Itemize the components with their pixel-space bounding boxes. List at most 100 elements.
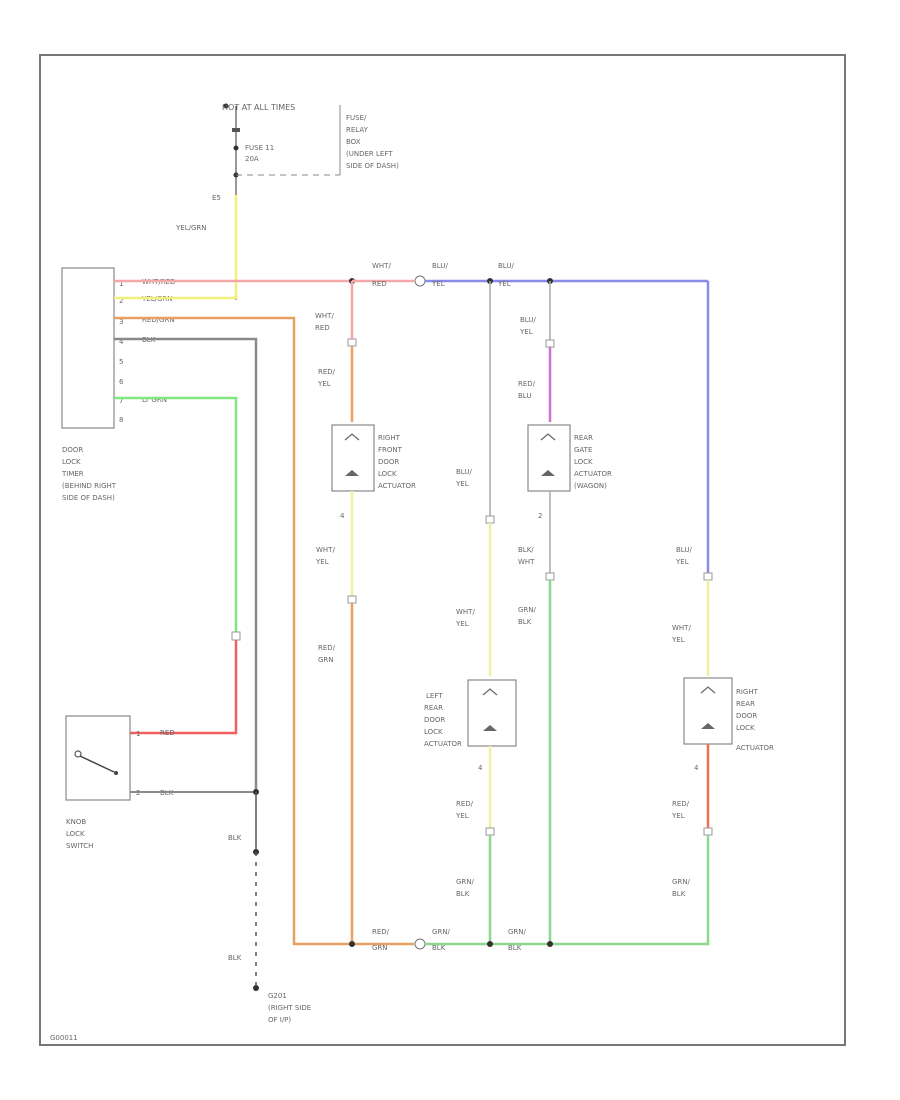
lt-grn-connector [231, 631, 241, 641]
rr-connector-top [703, 572, 713, 581]
rf-pin-bottom: 4 [340, 512, 345, 520]
rf-name-5: ACTUATOR [378, 482, 416, 490]
knob-lock-switch: 1 2 RED BLK KNOB LOCK SWITCH [65, 715, 256, 850]
rg-bluyel-a: BLU/ [520, 316, 536, 324]
rr-connector-bottom [703, 827, 713, 836]
switch-name-2: LOCK [66, 830, 85, 838]
rr-top-wire-b: YEL [671, 636, 685, 644]
top-bus-label-2a: BLU/ [432, 262, 448, 270]
lr-name-2: REAR [424, 704, 443, 712]
fuse-box-line-5: SIDE OF DASH) [346, 162, 399, 170]
rg-name-3: LOCK [574, 458, 593, 466]
lr-connector-top [485, 515, 495, 524]
blk-label-b: BLK [228, 954, 242, 962]
rf-whtred-a: WHT/ [315, 312, 334, 320]
bottom-bus-connector [414, 938, 426, 950]
bottom-bus-label-3a: GRN/ [508, 928, 527, 936]
rr-name-5: ACTUATOR [736, 744, 774, 752]
bottom-splice-1 [349, 941, 355, 947]
timer-wire-7: LT GRN [142, 396, 167, 404]
hot-dot [223, 103, 229, 109]
top-bus-label-3a: BLU/ [498, 262, 514, 270]
switch-contact-a [74, 750, 82, 758]
rf-bottom-wire-b: YEL [315, 558, 329, 566]
timer-pin-8: 8 [119, 416, 123, 424]
red-grn-wire [114, 316, 352, 946]
right-rear-branch: BLU/ YEL WHT/ YEL RIGHT REAR DOOR LOCK A… [550, 546, 774, 946]
fuse-box-line-4: (UNDER LEFT [346, 150, 393, 158]
fuse-box-line-3: BOX [346, 138, 361, 146]
blk-wire [114, 337, 258, 790]
lr-actuator-box [467, 679, 517, 747]
ground-point [253, 985, 259, 991]
switch-box [65, 715, 131, 801]
power-feed: HOT AT ALL TIMES FUSE 11 20A FUSE/ RELAY… [175, 103, 399, 300]
fuse-amps: 20A [245, 155, 259, 163]
fuse-box-line-1: FUSE/ [346, 114, 367, 122]
lr-name-1: LEFT [426, 692, 443, 700]
timer-name-4: (BEHIND RIGHT [62, 482, 117, 490]
rf-bottom-wire-a: WHT/ [316, 546, 335, 554]
rr-name-3: DOOR [736, 712, 757, 720]
fuse-dot-top [233, 145, 239, 151]
rf-redgrn-a: RED/ [318, 644, 336, 652]
rg-connector-top [545, 339, 555, 348]
bottom-splice-2 [487, 941, 493, 947]
rf-top-wire-b: YEL [317, 380, 331, 388]
bottom-bus: RED/ GRN GRN/ BLK GRN/ BLK [349, 928, 553, 952]
rg-name-4: ACTUATOR [574, 470, 612, 478]
rg-actuator-box [527, 424, 571, 492]
rf-top-wire-a: RED/ [318, 368, 336, 376]
bottom-splice-3 [547, 941, 553, 947]
lr-name-3: DOOR [424, 716, 445, 724]
lr-bottom-wire-a: RED/ [456, 800, 474, 808]
lr-top-wire-a: WHT/ [456, 608, 475, 616]
rr-actuator-symbol-bottom [701, 723, 715, 729]
rg-grnblk-b: BLK [518, 618, 532, 626]
bottom-bus-label-1a: RED/ [372, 928, 390, 936]
rr-bluyel-b: YEL [675, 558, 689, 566]
rr-bottom-wire-b: YEL [671, 812, 685, 820]
timer-wires [114, 279, 355, 946]
lr-actuator-symbol-top [482, 688, 498, 696]
lr-name-5: ACTUATOR [424, 740, 462, 748]
rg-name-2: GATE [574, 446, 592, 454]
bottom-bus-label-1b: GRN [372, 944, 388, 952]
rr-bluyel-a: BLU/ [676, 546, 692, 554]
rr-name-2: REAR [736, 700, 755, 708]
top-bus-label-2b: YEL [431, 280, 445, 288]
timer-pin-7: 7 [119, 397, 123, 405]
rear-gate-branch: BLU/ YEL RED/ BLU REAR GATE LOCK ACTUATO… [518, 281, 612, 944]
red-switch-wire [130, 640, 238, 735]
left-rear-branch: BLU/ YEL WHT/ YEL LEFT REAR DOOR LOCK AC… [424, 281, 517, 944]
rg-name-1: REAR [574, 434, 593, 442]
rf-actuator-box [331, 424, 375, 492]
rf-actuator-symbol-top [344, 433, 360, 441]
timer-pin-4: 4 [119, 338, 124, 346]
lr-connector-bottom [485, 827, 495, 836]
door-lock-timer: 1 2 3 4 5 6 7 8 WHT/RED YEL/GRN RED/GRN … [61, 267, 176, 502]
lr-grnblk-a: GRN/ [456, 878, 475, 886]
rg-bottom-wire-b: WHT [518, 558, 535, 566]
rf-name-2: FRONT [378, 446, 403, 454]
lr-name-4: LOCK [424, 728, 443, 736]
top-bus: WHT/ RED BLU/ YEL BLU/ YEL [349, 262, 710, 575]
rr-actuator-box [683, 677, 733, 745]
rf-redgrn-b: GRN [318, 656, 334, 664]
rg-name-5: (WAGON) [574, 482, 607, 490]
switch-pin-1: 1 [136, 730, 140, 738]
fuse-top [232, 128, 240, 132]
power-wire-label: YEL/GRN [175, 224, 206, 232]
rf-name-4: LOCK [378, 470, 397, 478]
fuse-box-line-2: RELAY [346, 126, 369, 134]
bottom-bus-label-2b: BLK [432, 944, 446, 952]
timer-pin-3: 3 [119, 318, 123, 326]
rg-bluyel-b: YEL [519, 328, 533, 336]
bottom-bus-label-2a: GRN/ [432, 928, 451, 936]
right-front-branch: WHT/ RED RED/ YEL RIGHT FRONT DOOR LOCK … [315, 281, 416, 944]
lr-bottom-wire-b: YEL [455, 812, 469, 820]
timer-pin-2: 2 [119, 297, 123, 305]
ground-name-1: G201 [268, 992, 287, 1000]
timer-box [61, 267, 115, 429]
rg-top-wire-b: BLU [518, 392, 531, 400]
